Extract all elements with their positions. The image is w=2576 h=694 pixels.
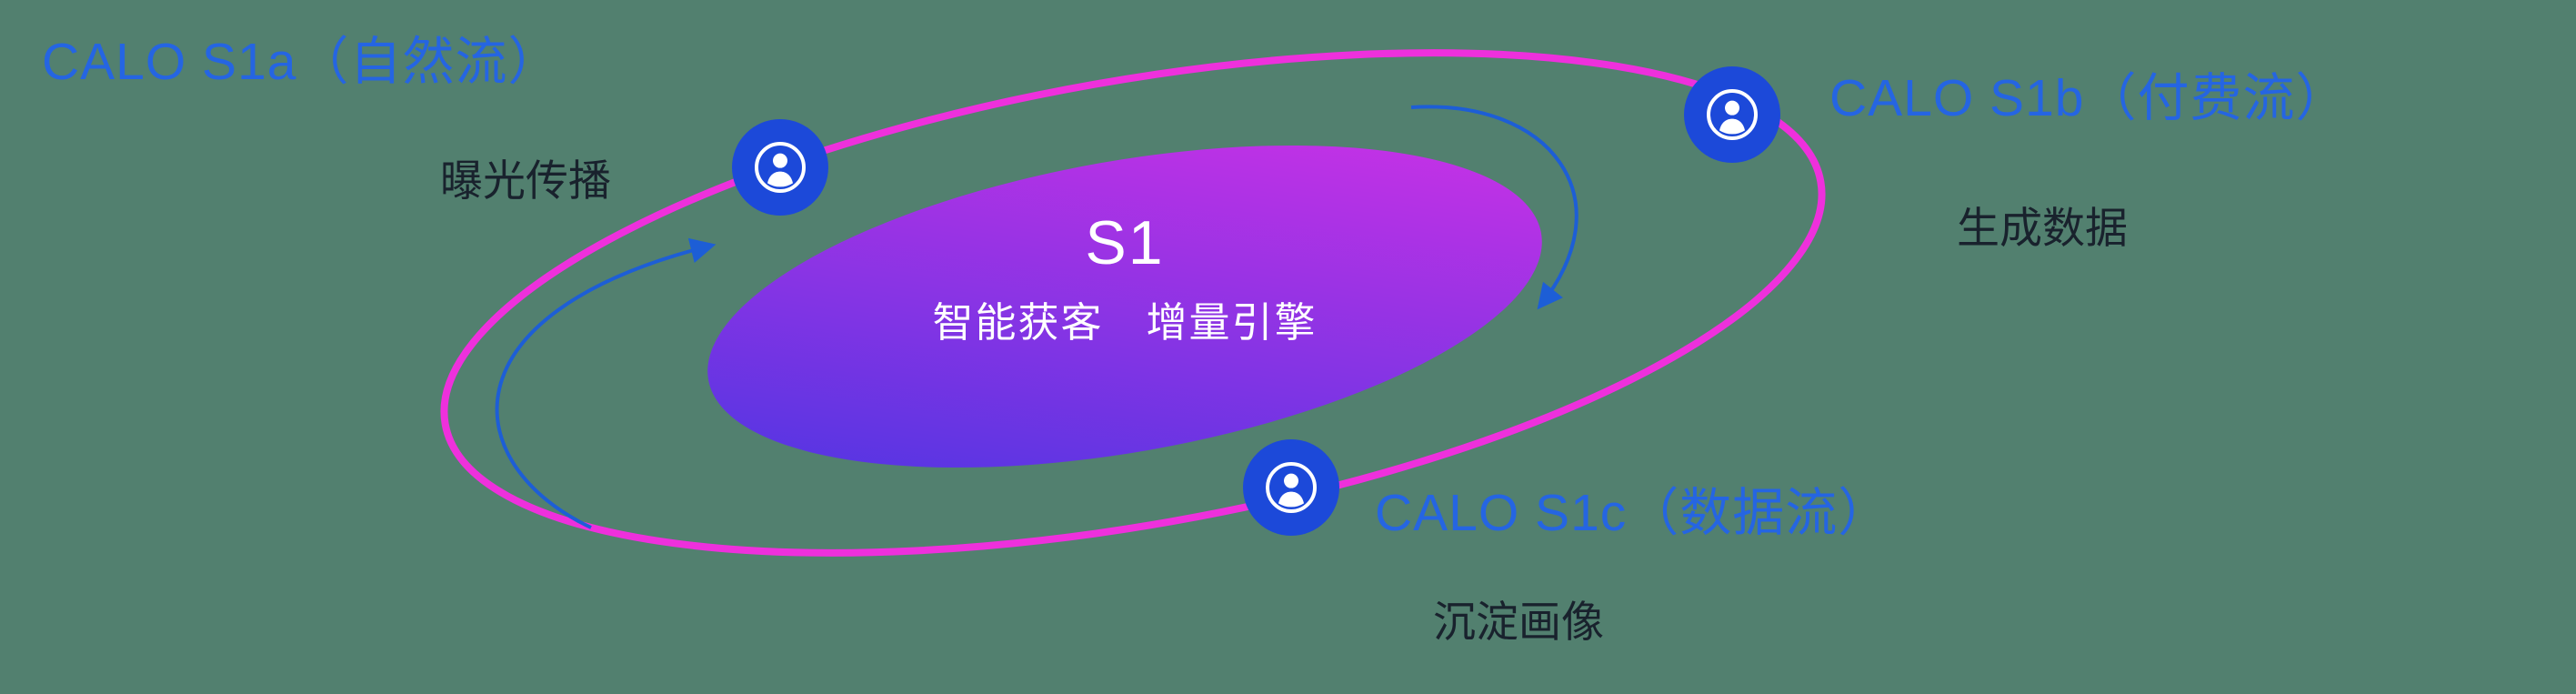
label-s1b-title: CALO S1b（付费流） [1829, 69, 2349, 127]
label-s1a-title: CALO S1a（自然流） [42, 33, 561, 91]
label-s1b-subtitle: 生成数据 [1957, 204, 2128, 252]
core-title: S1 [1085, 208, 1165, 277]
label-s1a-subtitle: 曝光传播 [440, 156, 611, 205]
core-text-block: S1 智能获客 增量引擎 [807, 207, 1443, 348]
core-subtitle: 智能获客 增量引擎 [932, 299, 1318, 346]
orbit-node-s1a [732, 119, 828, 216]
label-s1c-subtitle: 沉淀画像 [1433, 598, 1604, 646]
orbit-ring [440, 49, 1826, 557]
orbit-node-s1c [1243, 439, 1339, 536]
user-icon [1707, 89, 1758, 140]
user-icon [755, 142, 806, 193]
orbit-node-s1b [1684, 66, 1780, 163]
user-icon [1266, 462, 1317, 513]
label-s1c-title: CALO S1c（数据流） [1375, 484, 1891, 542]
curved-arrow-right [1410, 105, 1579, 310]
curved-arrow-left [495, 237, 717, 529]
core-gradient-ellipse [707, 145, 1542, 468]
